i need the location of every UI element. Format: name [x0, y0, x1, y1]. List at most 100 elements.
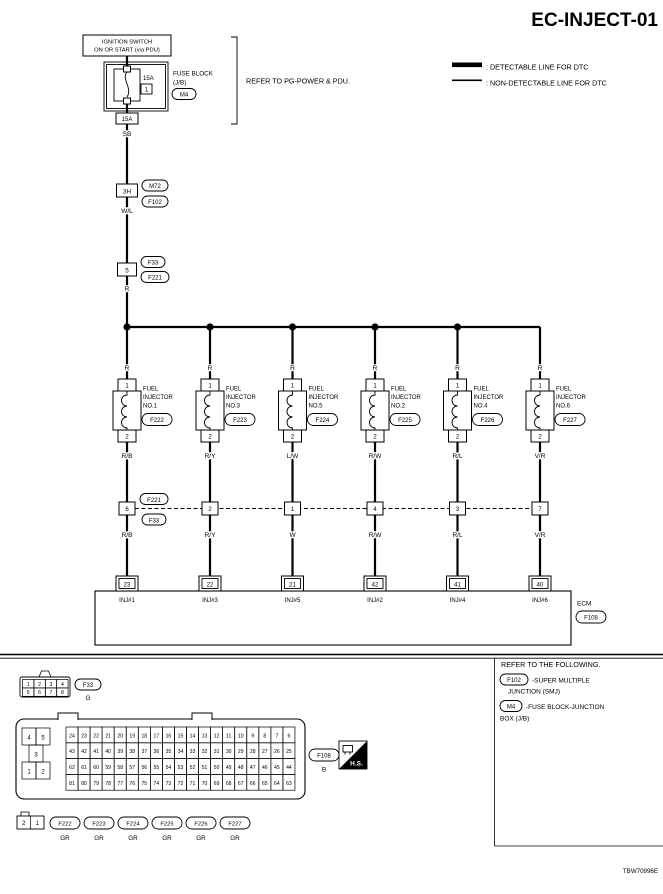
pin-number: 9 — [251, 733, 254, 739]
connector-code: F108 — [584, 616, 598, 622]
component-label: FUEL — [391, 387, 407, 393]
pin-number: 7 — [275, 733, 278, 739]
connector-oval — [389, 413, 421, 426]
pin-number: 10 — [238, 733, 244, 739]
ecm-box — [94, 590, 572, 646]
connector-oval — [141, 195, 169, 208]
pin-cell — [35, 761, 51, 780]
wire-color-label: GR — [94, 835, 104, 842]
wire-color-label: R — [125, 286, 130, 293]
pin-number: 59 — [105, 765, 111, 771]
pin-number: 21 — [105, 733, 111, 739]
refer-item-text: JUNCTION (SMJ) — [508, 689, 560, 696]
connector-code: F224 — [316, 418, 330, 424]
ecm-terminal-inner — [366, 578, 384, 589]
ecm-terminal-inner — [201, 578, 219, 589]
pin-number: 72 — [178, 781, 184, 787]
refer-bracket — [231, 36, 238, 125]
pin-number: 41 — [93, 749, 99, 755]
pin-number: 55 — [154, 765, 160, 771]
pin-number: 31 — [214, 749, 220, 755]
pin-number: 26 — [274, 749, 280, 755]
wire-color-label: R — [290, 365, 295, 372]
ecm-pin-number: 21 — [289, 582, 296, 588]
connector-code: M4 — [507, 705, 516, 711]
connector-code: F222 — [58, 821, 71, 827]
pin-number: 44 — [286, 765, 292, 771]
injector-branch: R 1 2 FUEL INJECTOR NO.2 F225 R/W 4 R/W … — [360, 327, 422, 604]
fuse-terminal-bottom — [123, 97, 131, 105]
terminal-number: 5 — [125, 267, 129, 274]
pin-number: 1 — [27, 682, 30, 688]
connector-code: F33 — [149, 518, 160, 524]
wire-color-label: GR — [230, 835, 240, 842]
fuse-rating-label: 15A — [143, 76, 154, 82]
pin-cell — [56, 687, 69, 697]
pin-number: 42 — [81, 749, 87, 755]
pin-number: 73 — [166, 781, 172, 787]
connector-code: F222 — [150, 418, 164, 424]
pin-number: 54 — [166, 765, 172, 771]
wire-color-label: W — [289, 532, 296, 539]
pin-number: 2 — [41, 769, 45, 775]
pin-number: 4 — [27, 735, 31, 741]
pin-number: 63 — [286, 781, 292, 787]
pin-number: 5 — [27, 690, 30, 696]
ecm-signal-label: INJ#6 — [532, 598, 548, 604]
pin-number: 2 — [125, 435, 129, 441]
connector-oval — [554, 413, 586, 426]
component-label: INJECTOR — [143, 395, 174, 401]
legend-detectable-label: : DETECTABLE LINE FOR DTC — [486, 63, 589, 72]
wire-color-label: R/Y — [205, 532, 217, 539]
page-dividers — [0, 653, 663, 847]
mid-row-connector-labels: F221 F33 — [139, 493, 169, 526]
pin-number: 68 — [226, 781, 232, 787]
component-label: NO.4 — [474, 404, 489, 410]
connector-code: F102 — [148, 200, 162, 206]
pin-number: 32 — [202, 749, 208, 755]
harness-connector-icon — [342, 745, 353, 753]
wire-color-label: R/L — [452, 453, 463, 460]
injector-symbol-box — [195, 390, 225, 431]
ecm-section: ECM F108 — [94, 590, 607, 646]
pin-number: 24 — [69, 733, 75, 739]
connector-oval — [141, 413, 173, 426]
hs-logo: H.S. — [338, 740, 368, 770]
connector-oval — [171, 88, 197, 100]
injector-symbol-box — [360, 390, 390, 431]
pin-number: 17 — [154, 733, 160, 739]
pin-number: 3 — [34, 752, 38, 758]
pin-number: 81 — [69, 781, 75, 787]
ecm-terminal-inner — [449, 578, 466, 589]
fuse-terminal-top — [123, 65, 131, 73]
pin-number: 61 — [81, 765, 87, 771]
connector-code: M72 — [149, 184, 161, 190]
coil-icon — [204, 391, 211, 430]
connector-code: F221 — [148, 276, 162, 282]
refer-item-text: BOX (J/B) — [500, 716, 529, 723]
refer-item-text: -SUPER MULTIPLE — [532, 678, 590, 685]
connector-outline — [19, 676, 71, 698]
pin-number: 1 — [373, 384, 377, 390]
connector-oval — [575, 610, 607, 624]
pin-number: 4 — [61, 682, 64, 688]
ecm-terminal-box — [115, 575, 139, 592]
connector-code: F226 — [194, 821, 207, 827]
injector-branch: R 1 2 FUEL INJECTOR NO.6 F227 V/R 7 V/R … — [525, 327, 587, 604]
pin-number: 57 — [129, 765, 135, 771]
ecm-pin-number: 23 — [124, 582, 131, 588]
wire-color-label: R — [125, 365, 130, 372]
legend-non-detectable-label: : NON-DETECTABLE LINE FOR DTC — [486, 79, 607, 88]
pin-number: 38 — [129, 749, 135, 755]
wire-color-label: V/R — [535, 453, 546, 460]
connector-tab — [20, 811, 30, 816]
connector-color-label: B — [322, 767, 326, 774]
injector-symbol-box — [443, 390, 472, 431]
pin-number: 70 — [202, 781, 208, 787]
thin-line-sample — [452, 79, 482, 82]
